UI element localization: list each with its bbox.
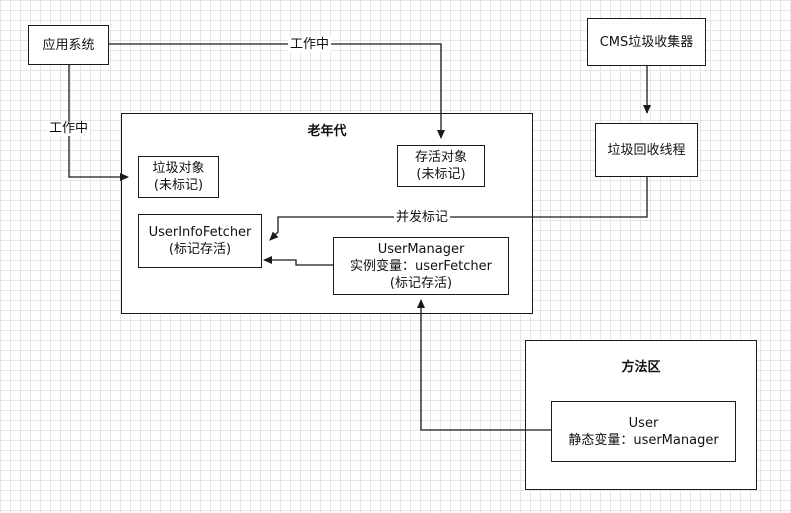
app-system-node: 应用系统: [28, 25, 109, 65]
old-generation-title: 老年代: [307, 124, 347, 139]
usermanager-line1: UserManager: [377, 241, 465, 257]
edge-label-app-to-garbage: 工作中: [47, 121, 91, 136]
edge-app-to-live-object: [109, 43, 445, 139]
userinfofetcher-node: UserInfoFetcher (标记存活): [138, 214, 262, 268]
cms-collector-node: CMS垃圾收集器: [587, 18, 706, 66]
edge-user-to-usermanager: [417, 299, 551, 431]
user-line1: User: [628, 415, 659, 431]
edge-label-app-to-live: 工作中: [288, 37, 332, 52]
live-object-line1: 存活对象: [414, 150, 467, 165]
edge-label-concurrent-mark: 并发标记: [394, 210, 451, 225]
method-area-title: 方法区: [621, 360, 661, 375]
edge-gc-thread-to-userinfofetcher: [269, 177, 648, 241]
edge-app-to-garbage-object: [68, 64, 129, 181]
edge-usermanager-to-userinfofetcher: [263, 256, 333, 266]
userinfofetcher-line2: (标记存活): [168, 242, 232, 257]
usermanager-line3: (标记存活): [389, 275, 453, 291]
gc-thread-node: 垃圾回收线程: [595, 123, 698, 177]
userinfofetcher-line1: UserInfoFetcher: [148, 225, 252, 240]
usermanager-line2: 实例变量：userFetcher: [350, 258, 492, 274]
garbage-object-node: 垃圾对象 (未标记): [138, 156, 219, 198]
user-line2: 静态变量：userManager: [568, 432, 719, 448]
garbage-object-line2: (未标记): [153, 178, 204, 193]
live-object-node: 存活对象 (未标记): [397, 145, 485, 187]
live-object-line2: (未标记): [416, 167, 466, 182]
usermanager-node: UserManager 实例变量：userFetcher (标记存活): [333, 237, 509, 295]
garbage-object-line1: 垃圾对象: [152, 161, 205, 176]
user-node: User 静态变量：userManager: [551, 401, 736, 462]
